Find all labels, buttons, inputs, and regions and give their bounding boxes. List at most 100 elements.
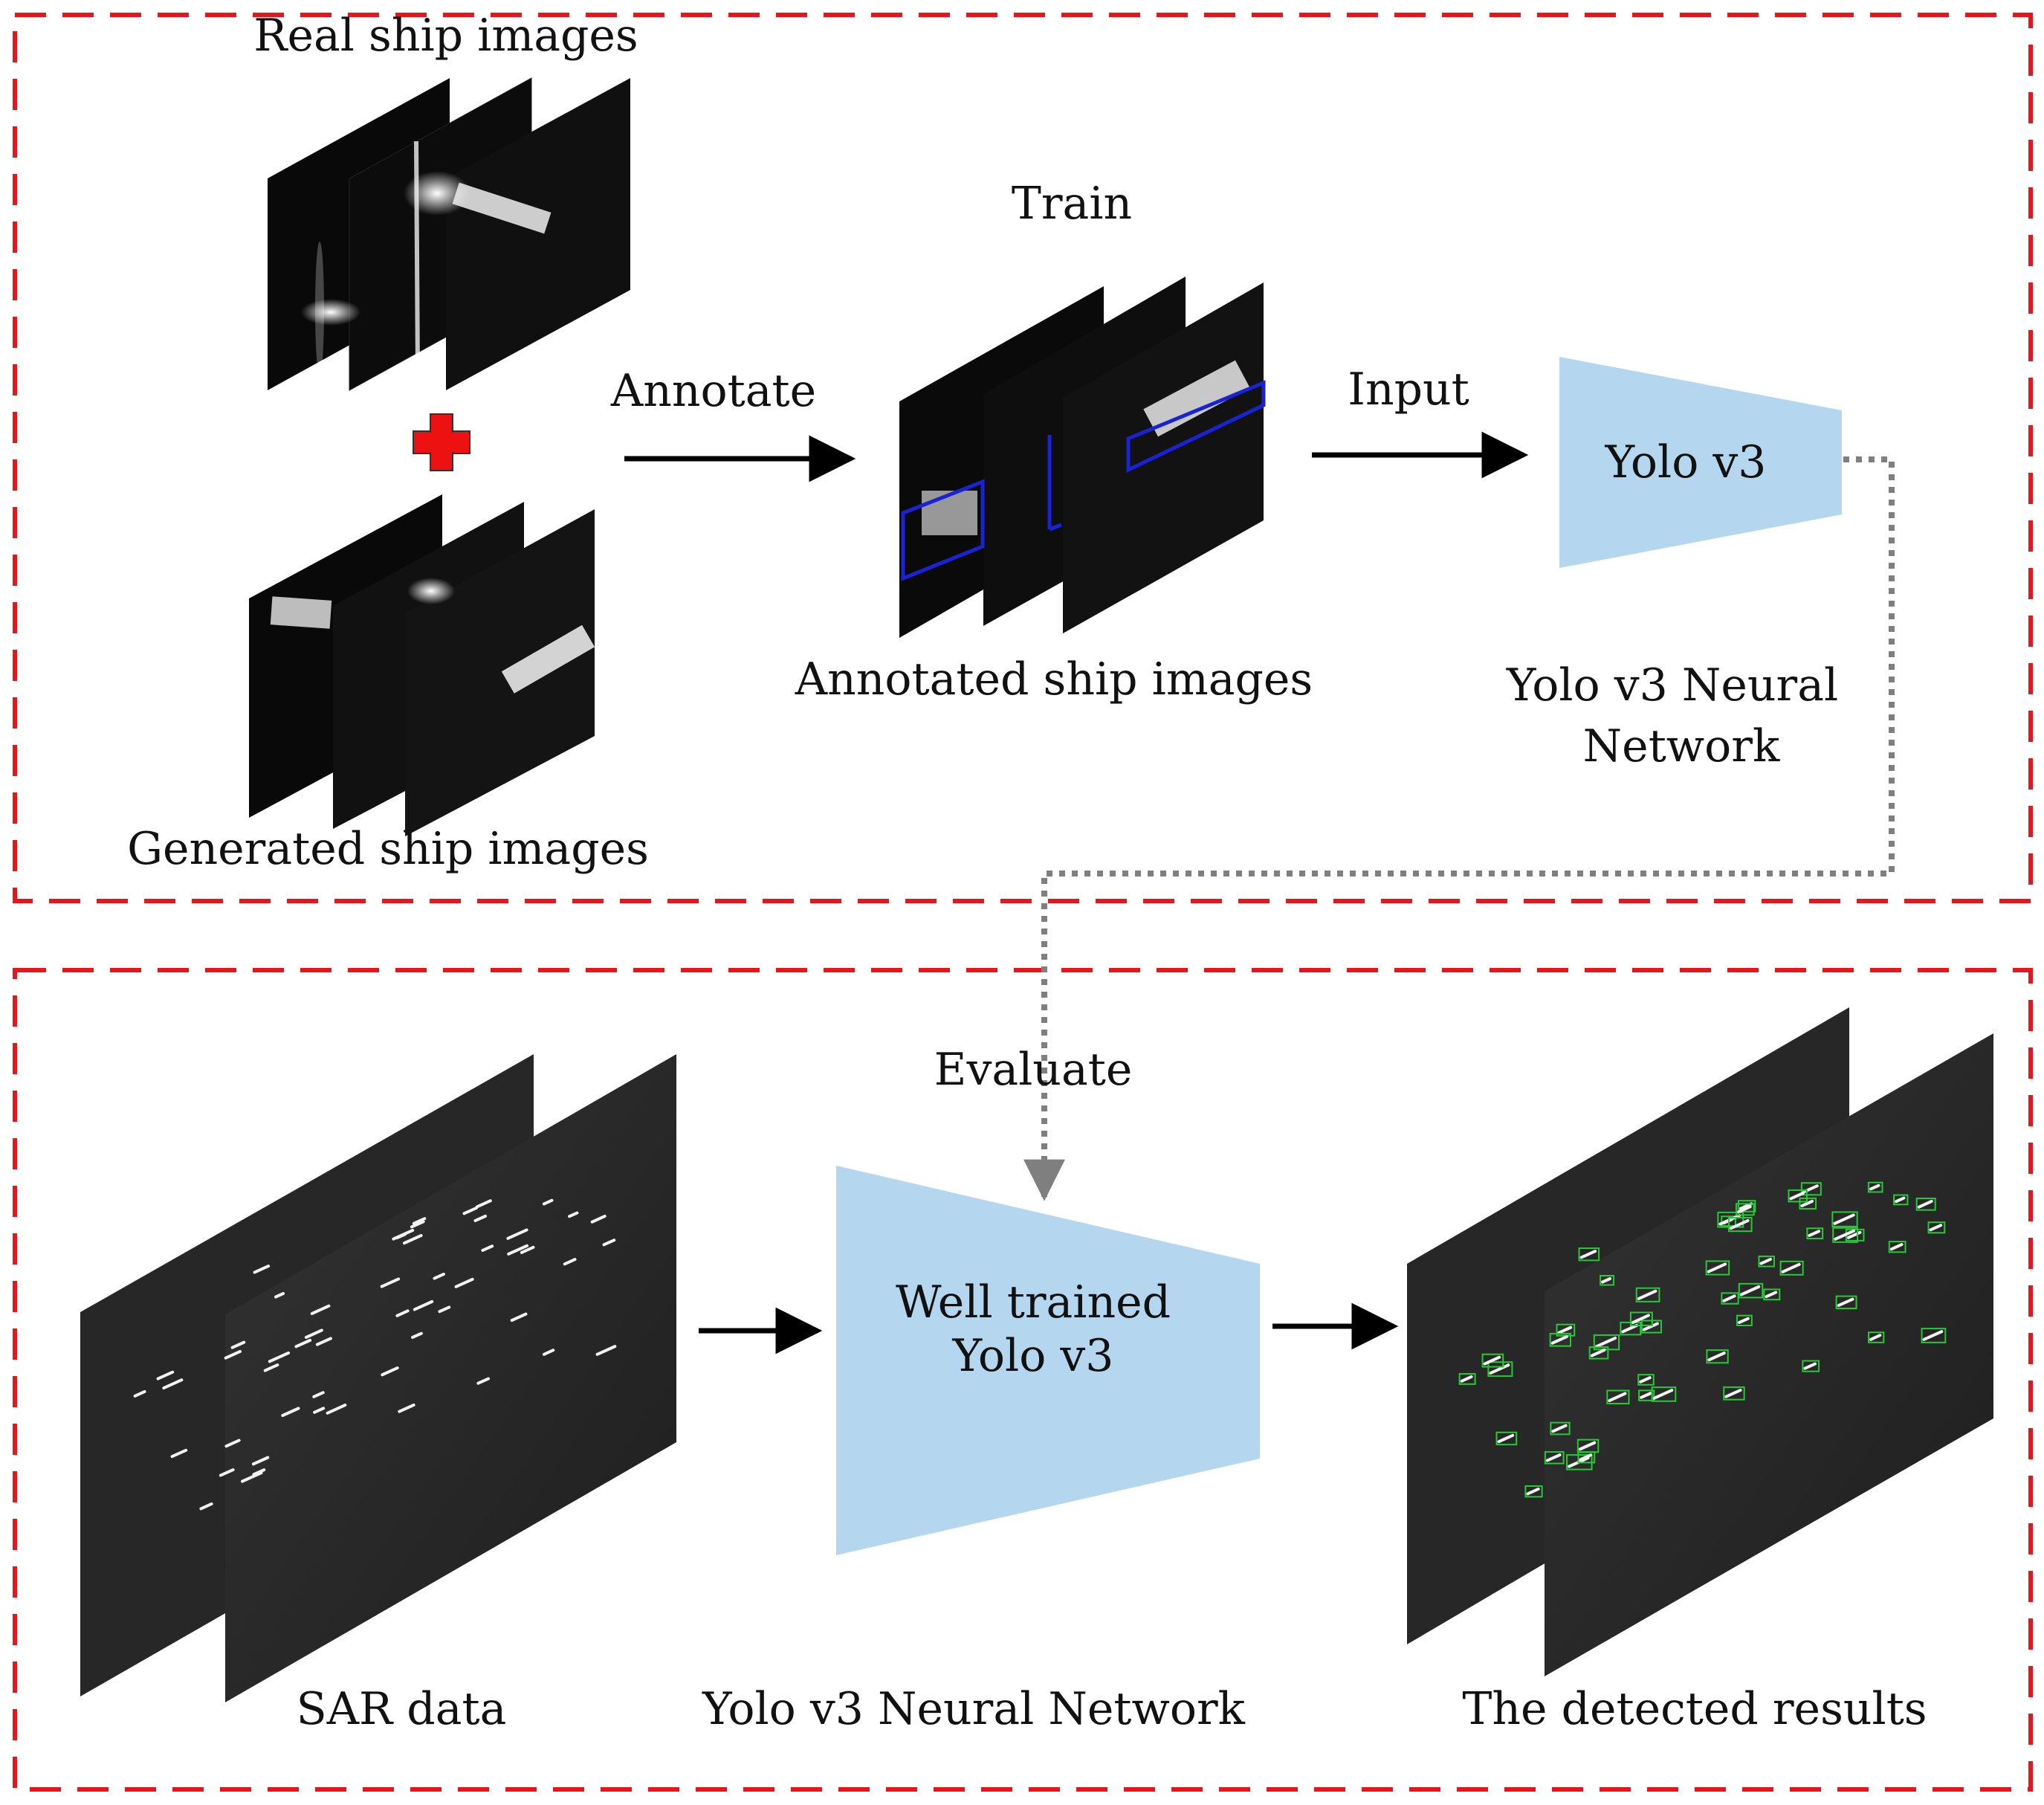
detection-box: [1487, 1361, 1513, 1378]
ship-mark: [602, 1239, 616, 1247]
annotation-box-1: [901, 479, 985, 581]
annotated-ship-images-label: Annotated ship images: [795, 653, 1313, 705]
ship-mark: [410, 1220, 425, 1229]
ship-mark: [1889, 1243, 1904, 1251]
ship-mark: [412, 1217, 427, 1225]
detection-box: [1779, 1260, 1804, 1276]
ship-mark: [433, 1272, 445, 1280]
ship-mark: [1917, 1199, 1933, 1209]
detection-box: [1578, 1247, 1600, 1262]
detection-box: [1550, 1421, 1571, 1436]
detection-box: [1651, 1386, 1677, 1402]
ship-mark: [1460, 1375, 1473, 1383]
evaluate-label: Evaluate: [934, 1044, 1133, 1096]
ship-mark: [542, 1198, 554, 1206]
ship-mark: [542, 1349, 555, 1356]
detection-box: [1806, 1227, 1824, 1239]
ship-mark: [268, 1351, 291, 1363]
ship-mark: [263, 1363, 279, 1372]
detection-box: [1600, 1274, 1615, 1286]
top-frame: [13, 13, 2033, 903]
ship-mark: [1579, 1453, 1593, 1462]
ship-mark: [1578, 1441, 1597, 1451]
ship-mark: [438, 1305, 451, 1314]
detection-box: [1835, 1295, 1857, 1310]
ship-mark: [590, 1214, 607, 1224]
detection-box: [1524, 1485, 1543, 1498]
ship-mark: [1722, 1294, 1736, 1302]
detection-box: [1593, 1334, 1620, 1351]
ship-mark: [568, 1211, 579, 1218]
ship-mark: [1736, 1205, 1752, 1214]
ship-mark: [1579, 1250, 1597, 1259]
annotated-ship-images-stack: [899, 277, 1266, 638]
ship-mark: [1631, 1314, 1650, 1324]
detection-box: [1635, 1287, 1660, 1302]
detection-box: [1832, 1227, 1859, 1243]
ship-mark: [1765, 1291, 1778, 1299]
ship-mark: [1489, 1363, 1510, 1375]
ship-mark: [274, 1291, 285, 1299]
detection-box: [1577, 1451, 1596, 1464]
ship-mark: [1929, 1224, 1943, 1232]
detection-box: [1788, 1189, 1808, 1203]
detection-box: [1893, 1194, 1909, 1206]
detection-box: [1737, 1200, 1756, 1213]
ship-mark: [156, 1370, 175, 1381]
detection-box: [1800, 1182, 1822, 1196]
ship-mark: [224, 1349, 242, 1360]
ship-mark: [398, 1403, 415, 1413]
ship-mark: [252, 1468, 266, 1476]
ship-mark: [520, 1245, 535, 1254]
annotate-label: Annotate: [610, 365, 817, 417]
ship-mark: [510, 1312, 528, 1323]
ship-mark: [1640, 1392, 1652, 1399]
annotated-image-3: [1063, 282, 1264, 633]
ship-mark: [326, 1404, 347, 1415]
ship-mark: [381, 1366, 399, 1377]
real-ship-images-stack: [268, 77, 630, 391]
detection-box: [1638, 1389, 1655, 1401]
detected-results-label: The detected results: [1462, 1683, 1927, 1735]
detection-box: [1723, 1386, 1745, 1401]
ship-mark: [1590, 1349, 1606, 1357]
detection-box: [1588, 1346, 1609, 1360]
detected-results-stack: [1407, 1007, 1993, 1676]
annotation-box-3: [1126, 380, 1266, 473]
detection-box: [1629, 1311, 1653, 1326]
ship-mark: [1642, 1322, 1659, 1331]
ship-mark: [219, 1468, 235, 1477]
ship-mark: [1497, 1433, 1515, 1444]
evaluate-connector: [1023, 456, 1895, 1201]
ship-mark: [281, 1407, 300, 1418]
ship-mark: [595, 1345, 617, 1356]
ship-mark: [310, 1304, 331, 1315]
ship-mark: [1781, 1262, 1801, 1273]
ship-mark: [1869, 1334, 1882, 1341]
detection-box: [1867, 1331, 1885, 1343]
ship-mark: [481, 1244, 494, 1252]
well-trained-label: Well trained Yolo v3: [896, 1276, 1171, 1383]
real-ship-image-3: [446, 78, 630, 390]
well-trained-line2: Yolo v3: [952, 1330, 1114, 1382]
ship-mark: [1800, 1199, 1814, 1207]
detection-box: [1736, 1314, 1753, 1326]
detection-box: [1763, 1288, 1781, 1301]
ship-mark: [1594, 1336, 1617, 1349]
ship-mark: [1551, 1424, 1568, 1433]
detection-box: [1544, 1451, 1565, 1465]
ship-mark: [507, 1244, 529, 1256]
detection-box: [1802, 1360, 1820, 1372]
ship-mark: [1637, 1289, 1657, 1300]
ship-mark: [1621, 1323, 1639, 1334]
result-image-2: [1545, 1033, 1993, 1676]
detection-box: [1721, 1292, 1739, 1305]
detection-box: [1927, 1221, 1946, 1234]
ship-mark: [162, 1378, 184, 1390]
ship-mark: [1789, 1191, 1805, 1201]
ship-mark: [392, 1228, 415, 1241]
detection-box: [1888, 1241, 1906, 1253]
ship-mark: [1724, 1388, 1742, 1398]
ship-mark: [1557, 1326, 1573, 1334]
